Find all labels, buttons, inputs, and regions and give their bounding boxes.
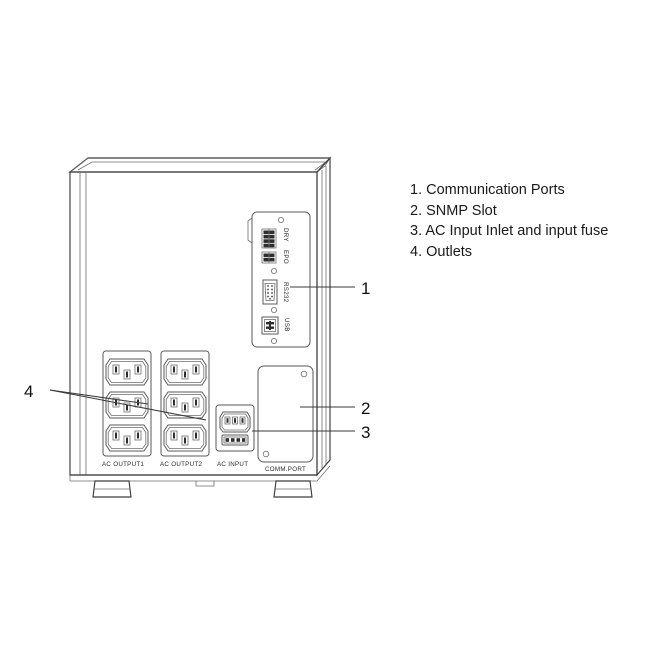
chassis-top-face xyxy=(68,157,332,173)
chassis-bottom-tab xyxy=(195,481,215,487)
chassis-corner-left xyxy=(69,157,89,173)
dry-port-label: DRY xyxy=(282,228,289,242)
ac-input-fuse-holder[interactable] xyxy=(221,434,249,446)
comm-port-label: COMM.PORT xyxy=(265,466,306,473)
outlet-2-3[interactable] xyxy=(163,424,207,452)
ac-input-label: AC INPUT xyxy=(217,461,248,468)
callout-1-number: 1 xyxy=(361,279,370,298)
comm-panel-screw-mid-upper xyxy=(270,267,277,274)
ac-output-1-bezel xyxy=(102,350,152,457)
ac-output-2-bezel xyxy=(160,350,210,457)
comm-panel-screw-bottom xyxy=(270,337,277,344)
chassis-foot-left xyxy=(92,480,132,498)
epo-port-label: EPO xyxy=(282,250,289,264)
snmp-slot-cover xyxy=(257,365,314,463)
snmp-slot[interactable] xyxy=(257,365,314,463)
callout-4-leader-a xyxy=(49,389,149,405)
outlet-1-1[interactable] xyxy=(105,358,149,386)
ac-output-1-group[interactable] xyxy=(102,350,152,457)
callout-4-leader-b xyxy=(49,389,207,421)
outlet-1-3[interactable] xyxy=(105,424,149,452)
comm-panel-screw-mid-lower xyxy=(270,306,277,313)
ac-output-1-label: AC OUTPUT1 xyxy=(102,461,144,468)
epo-terminal-block[interactable] xyxy=(261,251,277,264)
ups-chassis xyxy=(68,156,332,498)
comm-panel-screw-top xyxy=(277,216,284,223)
ac-input-c14-body xyxy=(219,411,251,433)
comm-panel-plate xyxy=(251,211,311,348)
ac-output-2-group[interactable] xyxy=(160,350,210,457)
callout-2-group: 2 xyxy=(300,399,370,418)
callout-4-number: 4 xyxy=(24,382,33,401)
dry-terminal-block[interactable] xyxy=(261,228,277,249)
legend-item-4: 4. Outlets xyxy=(410,243,473,260)
callout-2-number: 2 xyxy=(361,399,370,418)
callout-3-number: 3 xyxy=(361,423,370,442)
legend-item-1: 1. Communication Ports xyxy=(410,182,565,198)
rs232-port-label: RS232 xyxy=(282,282,289,303)
ac-output-2-label: AC OUTPUT2 xyxy=(160,461,202,468)
ac-input-c14-inner xyxy=(221,413,249,431)
ac-input-inlet[interactable] xyxy=(215,404,255,452)
legend-item-2: 2. SNMP Slot xyxy=(410,202,497,219)
legend-list: 1. Communication Ports 2. SNMP Slot 3. A… xyxy=(410,180,640,262)
callout-1-group: 1 xyxy=(290,279,370,298)
callout-3-group: 3 xyxy=(252,423,370,442)
usb-port-label: USB xyxy=(283,318,290,332)
usb-port[interactable] xyxy=(261,316,279,335)
outlet-2-1[interactable] xyxy=(163,358,207,386)
comm-panel-left-tab xyxy=(247,217,253,244)
snmp-slot-screw-top xyxy=(300,370,308,378)
chassis-foot-right xyxy=(273,480,313,498)
chassis-top-bevel xyxy=(77,161,328,171)
outlet-2-2[interactable] xyxy=(163,391,207,419)
chassis-right-side-panel xyxy=(316,156,331,477)
communication-ports-panel[interactable]: DRY EPO xyxy=(247,211,311,348)
rs232-port[interactable] xyxy=(262,279,278,305)
callout-4-group: 4 xyxy=(24,382,207,421)
ac-input-bezel xyxy=(215,404,255,452)
snmp-slot-screw-bottom xyxy=(262,450,270,458)
chassis-corner-right xyxy=(316,157,331,173)
legend-item-3: 3. AC Input Inlet and input fuse xyxy=(410,223,609,239)
chassis-bottom-lip xyxy=(70,465,331,482)
